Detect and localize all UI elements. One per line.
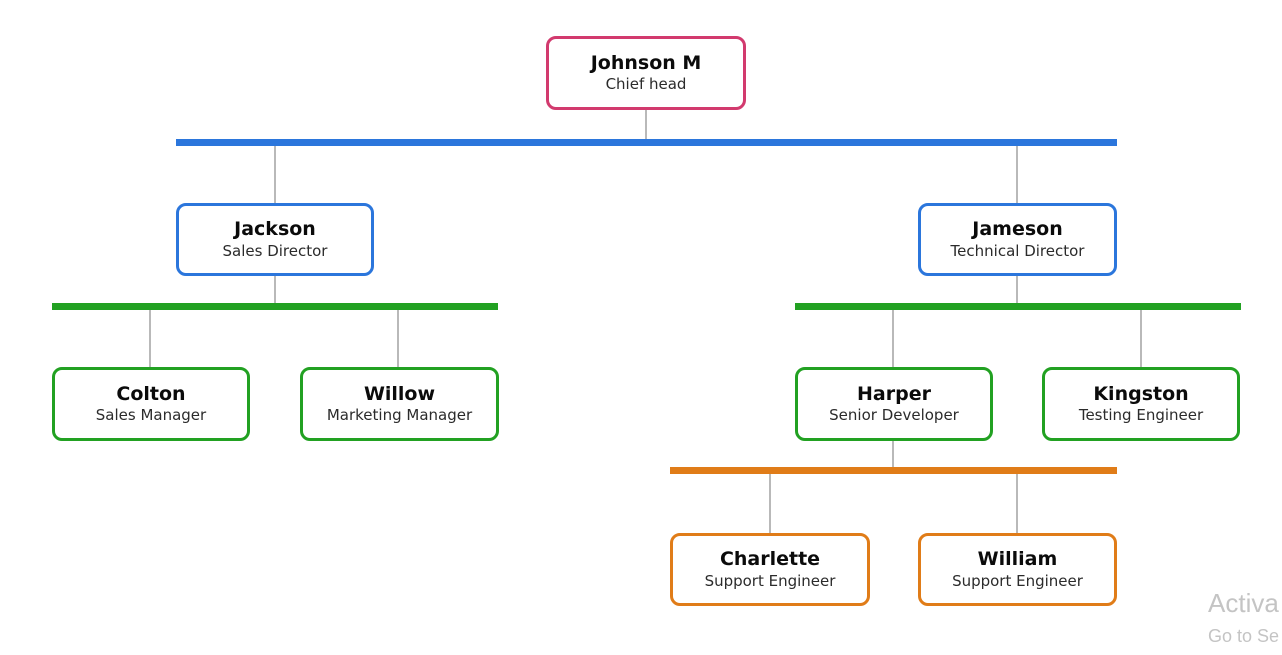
level-bar-tech-team [795, 303, 1241, 310]
org-node-jameson[interactable]: Jameson Technical Director [918, 203, 1117, 276]
org-node-jackson[interactable]: Jackson Sales Director [176, 203, 374, 276]
node-title: Sales Manager [95, 406, 207, 425]
org-node-william[interactable]: William Support Engineer [918, 533, 1117, 606]
org-node-charlette[interactable]: Charlette Support Engineer [670, 533, 870, 606]
activate-windows-watermark: Activa [1208, 588, 1279, 618]
node-title: Sales Director [222, 241, 328, 260]
connector-bar-to-willow [397, 310, 399, 367]
node-name: Harper [857, 382, 931, 405]
node-name: Kingston [1093, 382, 1189, 405]
org-node-johnson[interactable]: Johnson M Chief head [546, 36, 746, 110]
org-node-colton[interactable]: Colton Sales Manager [52, 367, 250, 441]
node-name: William [977, 548, 1058, 571]
connector-bar-to-colton [149, 310, 151, 367]
node-title: Chief head [605, 75, 687, 94]
connector-jackson-to-bar [274, 274, 276, 303]
node-title: Senior Developer [829, 406, 959, 425]
connector-root-to-bar [645, 110, 647, 139]
connector-bar-to-kingston [1140, 310, 1142, 367]
connector-bar-to-harper [892, 310, 894, 367]
connector-bar-to-william [1016, 474, 1018, 533]
node-name: Charlette [719, 548, 821, 571]
node-name: Willow [363, 382, 436, 405]
connector-bar-to-charlette [769, 474, 771, 533]
org-node-kingston[interactable]: Kingston Testing Engineer [1042, 367, 1240, 441]
level-bar-sales-team [52, 303, 498, 310]
node-title: Testing Engineer [1078, 406, 1204, 425]
node-name: Colton [116, 382, 186, 405]
activate-windows-watermark-hint: Go to Se [1208, 626, 1280, 646]
connector-harper-to-bar [892, 441, 894, 467]
connector-jameson-to-bar [1016, 274, 1018, 303]
node-title: Marketing Manager [326, 406, 473, 425]
org-node-willow[interactable]: Willow Marketing Manager [300, 367, 499, 441]
node-name: Jameson [972, 218, 1063, 241]
node-name: Jackson [234, 218, 316, 241]
connector-bar-to-jameson [1016, 146, 1018, 203]
node-title: Support Engineer [952, 571, 1083, 590]
level-bar-support-team [670, 467, 1117, 474]
connector-bar-to-jackson [274, 146, 276, 203]
node-title: Support Engineer [704, 571, 836, 590]
node-name: Johnson M [590, 51, 702, 74]
org-node-harper[interactable]: Harper Senior Developer [795, 367, 993, 441]
level-bar-directors [176, 139, 1117, 146]
node-title: Technical Director [950, 241, 1085, 260]
